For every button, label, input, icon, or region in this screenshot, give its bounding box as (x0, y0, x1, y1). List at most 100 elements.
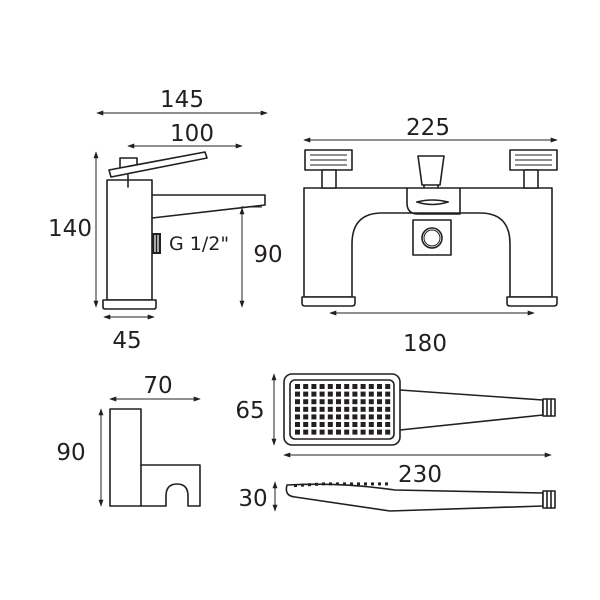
nozzle (295, 406, 300, 412)
nozzle (327, 414, 333, 420)
nozzle (295, 422, 300, 427)
nozzle (295, 429, 300, 435)
nozzle (352, 406, 358, 412)
nozzle (377, 429, 382, 435)
side-nozzle (343, 482, 346, 486)
side-nozzle (350, 482, 353, 486)
side-nozzle (301, 483, 304, 487)
nozzle (360, 429, 366, 435)
side-nozzle (385, 482, 388, 486)
nozzle (303, 406, 309, 412)
nozzle (303, 414, 309, 420)
nozzle (352, 399, 358, 405)
nozzle (303, 391, 309, 397)
nozzle (344, 391, 350, 397)
nozzle (327, 422, 333, 427)
nozzle (360, 414, 366, 420)
nozzle (311, 399, 317, 405)
handset-connector (542, 398, 556, 417)
nozzle (385, 414, 391, 420)
handset-handle (399, 389, 544, 431)
nozzle (311, 422, 317, 427)
nozzle (344, 384, 350, 389)
nozzle (368, 399, 374, 405)
nozzle (327, 391, 333, 397)
nozzle (295, 414, 300, 420)
nozzle (295, 391, 300, 397)
nozzle (327, 399, 333, 405)
nozzle (377, 406, 382, 412)
nozzle (360, 406, 366, 412)
lever-handle (108, 151, 208, 178)
connection-label: G 1/2" (169, 233, 229, 255)
nozzle (336, 391, 341, 397)
nozzle (368, 429, 374, 435)
nozzle (319, 422, 325, 427)
nozzle (385, 399, 391, 405)
dim-label-230: 230 (398, 462, 442, 488)
nozzle (327, 406, 333, 412)
side-nozzles (294, 482, 388, 487)
tap-side-spout (151, 194, 266, 219)
nozzle (319, 391, 325, 397)
left-handle-stem (321, 169, 337, 189)
nozzle (295, 384, 300, 389)
nozzle (368, 414, 374, 420)
nozzle (377, 414, 382, 420)
nozzle (352, 414, 358, 420)
nozzle (295, 399, 300, 405)
nozzle (377, 384, 382, 389)
nozzle (336, 422, 341, 427)
nozzle-grid (295, 384, 391, 435)
dim-label-90-holder: 90 (56, 440, 85, 466)
side-nozzle (322, 482, 325, 486)
side-nozzle (294, 484, 297, 487)
side-nozzle (308, 483, 311, 487)
nozzle (385, 384, 391, 389)
nozzle (303, 384, 309, 389)
dim-label-45: 45 (112, 328, 141, 354)
front-spout (406, 187, 461, 215)
dim-label-90-spout: 90 (253, 242, 282, 268)
side-nozzle (378, 482, 381, 486)
side-nozzle (336, 482, 339, 486)
nozzle (327, 384, 333, 389)
handset-head (283, 373, 401, 446)
tap-side-view (102, 151, 266, 310)
nozzle (368, 391, 374, 397)
handset-top-view (283, 373, 556, 446)
right-handle-stem (523, 169, 539, 189)
nozzle (377, 422, 382, 427)
tap-front-body (303, 187, 553, 298)
nozzle (352, 384, 358, 389)
nozzle (319, 414, 325, 420)
holder-back-plate (109, 408, 142, 507)
diverter-knob (152, 233, 161, 254)
nozzle (336, 384, 341, 389)
nozzle (319, 399, 325, 405)
nozzle (344, 429, 350, 435)
nozzle (360, 384, 366, 389)
nozzle (368, 384, 374, 389)
tap-side-base (102, 299, 157, 310)
diverter-housing (412, 219, 452, 256)
nozzle (385, 391, 391, 397)
diverter-knob-front (421, 227, 443, 249)
nozzle (303, 422, 309, 427)
wall-holder (109, 408, 201, 507)
nozzle (303, 399, 309, 405)
dim-label-70: 70 (143, 373, 172, 399)
handset-side-body (285, 483, 544, 512)
nozzle (352, 429, 358, 435)
centre-lever (417, 155, 445, 186)
nozzle (327, 429, 333, 435)
dim-label-65: 65 (235, 398, 264, 424)
nozzle (319, 384, 325, 389)
dim-label-100: 100 (170, 121, 214, 147)
nozzle (311, 384, 317, 389)
dim-label-30: 30 (238, 486, 267, 512)
nozzle (311, 391, 317, 397)
tap-side-body (106, 179, 153, 301)
nozzle (360, 391, 366, 397)
